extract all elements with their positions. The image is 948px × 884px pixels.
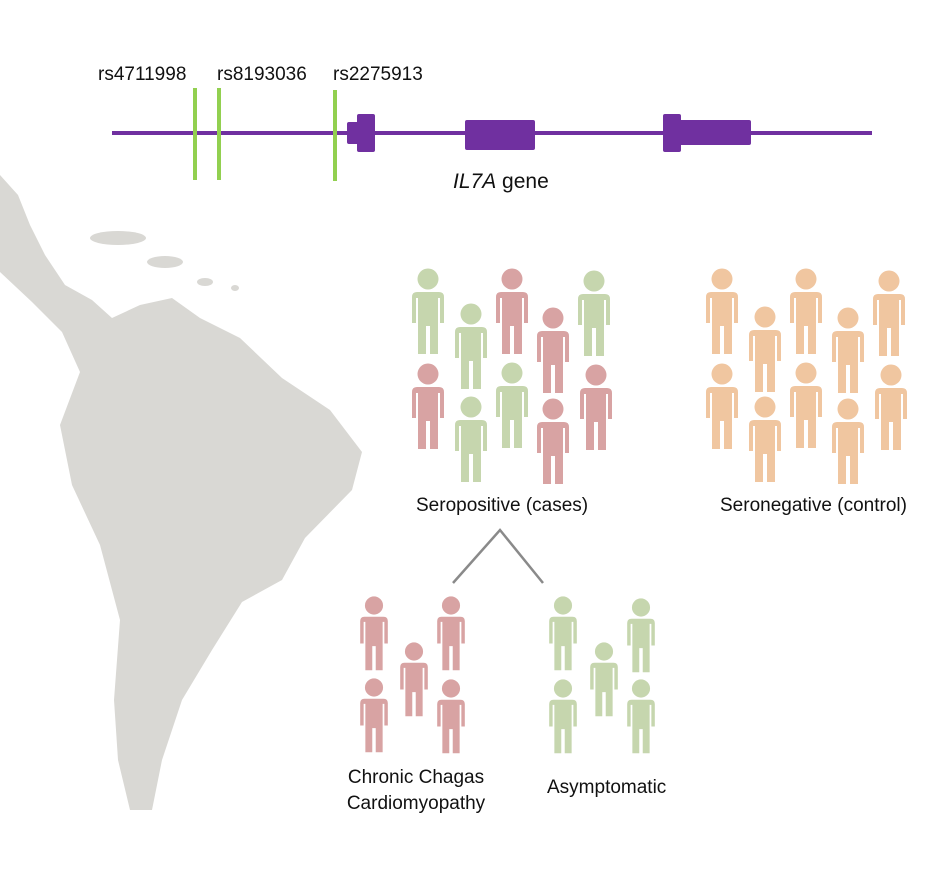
gene-label: IL7A gene: [453, 170, 549, 194]
person-icon: [496, 362, 528, 448]
person-icon: [790, 268, 822, 354]
snp-markers: [193, 88, 337, 181]
ccc-label-line2: Cardiomyopathy: [346, 793, 486, 814]
person-icon: [790, 362, 822, 448]
person-icon: [437, 596, 465, 671]
person-icon: [537, 307, 569, 393]
person-icon: [832, 398, 864, 484]
person-icon: [360, 678, 388, 753]
ccc-people: [360, 596, 465, 754]
gene-name: IL7A: [453, 170, 497, 193]
person-icon: [549, 596, 577, 671]
seronegative-label: Seronegative (control): [720, 495, 907, 516]
person-icon: [706, 268, 738, 354]
person-icon: [412, 363, 444, 449]
person-icon: [627, 598, 655, 673]
person-icon: [706, 363, 738, 449]
person-icon: [749, 396, 781, 482]
person-icon: [412, 268, 444, 354]
seronegative-people: [706, 268, 907, 484]
exon-1: [357, 114, 375, 152]
snp-label: rs8193036: [217, 64, 307, 85]
person-icon: [875, 364, 907, 450]
il7a-gene-model: [112, 114, 872, 152]
exon-3b: [679, 120, 751, 145]
exon-2: [465, 120, 535, 150]
person-icon: [578, 270, 610, 356]
person-icon: [832, 307, 864, 393]
gene-suffix: gene: [496, 170, 549, 193]
person-icon: [627, 679, 655, 754]
exon-3: [663, 114, 681, 152]
asymptomatic-people: [549, 596, 655, 754]
split-lines: [452, 528, 544, 584]
person-icon: [455, 396, 487, 482]
exon-1a: [347, 122, 359, 144]
snp-label: rs2275913: [333, 64, 423, 85]
person-icon: [590, 642, 618, 717]
ccc-label-line1: Chronic Chagas: [347, 767, 485, 788]
person-icon: [537, 398, 569, 484]
person-icon: [580, 364, 612, 450]
person-icon: [749, 306, 781, 392]
person-icon: [549, 679, 577, 754]
asymptomatic-label: Asymptomatic: [547, 777, 667, 798]
seropositive-label: Seropositive (cases): [416, 495, 589, 516]
seropositive-people: [412, 268, 612, 484]
south-america-map: [0, 175, 362, 810]
person-icon: [400, 642, 428, 717]
ccc-label: Chronic Chagas Cardiomyopathy: [336, 765, 496, 817]
person-icon: [437, 679, 465, 754]
snp-label: rs4711998: [98, 64, 187, 85]
person-icon: [496, 268, 528, 354]
person-icon: [455, 303, 487, 389]
person-icon: [873, 270, 905, 356]
person-icon: [360, 596, 388, 671]
